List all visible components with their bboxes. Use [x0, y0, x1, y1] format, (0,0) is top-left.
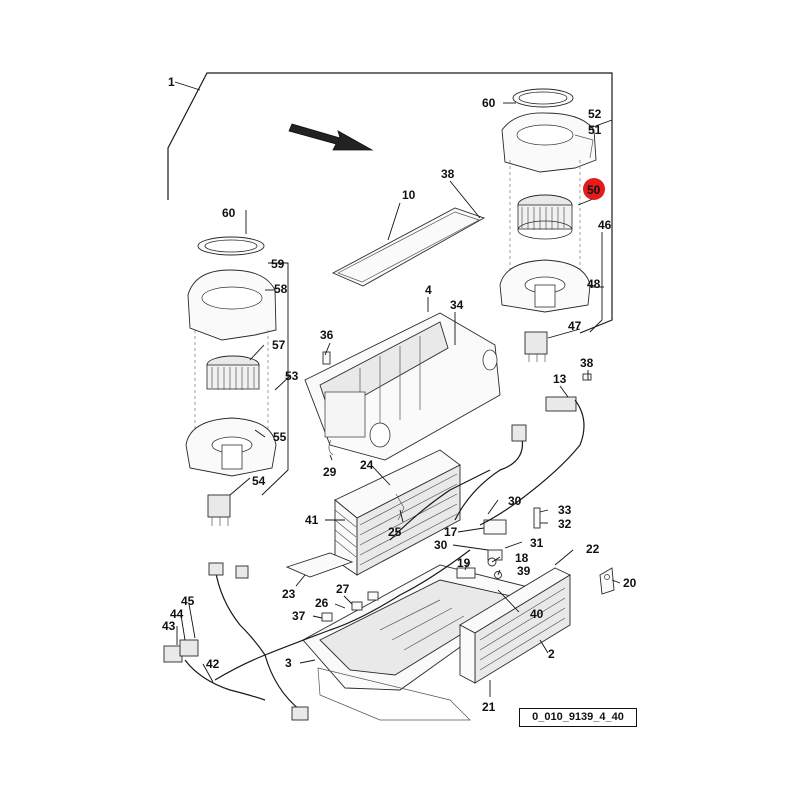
callout-42: 42: [206, 657, 220, 671]
callout-45: 45: [181, 594, 195, 608]
callout-27: 27: [336, 582, 350, 596]
callout-40: 40: [530, 607, 544, 621]
callout-60-right: 60: [482, 96, 496, 110]
evaporator-housing: [304, 312, 501, 461]
callout-54: 54: [252, 474, 266, 488]
drawing-reference-code: 0_010_9139_4_40: [519, 708, 637, 727]
callout-29: 29: [323, 465, 337, 479]
callout-18: 18: [515, 551, 529, 565]
callout-26: 26: [315, 596, 329, 610]
callout-labels: 1 2 3 4 10 13 17 18 19 20 21 22 23 24 25…: [162, 75, 637, 714]
small-hardware: [321, 351, 615, 622]
callout-34: 34: [450, 298, 464, 312]
callout-17: 17: [444, 525, 458, 539]
callout-43: 43: [162, 619, 176, 633]
filter-cover: [331, 207, 486, 287]
callout-22: 22: [586, 542, 600, 556]
callout-1: 1: [168, 75, 175, 89]
callout-3: 3: [285, 656, 292, 670]
callout-48: 48: [587, 277, 601, 291]
blower-assembly-left: [185, 236, 277, 526]
callout-23: 23: [282, 587, 296, 601]
callout-2: 2: [548, 647, 555, 661]
assembly-outline: [167, 72, 613, 334]
callout-55: 55: [273, 430, 287, 444]
callout-57: 57: [272, 338, 286, 352]
wiring-harness: [163, 399, 585, 721]
leader-lines: [174, 81, 621, 697]
callout-47: 47: [568, 319, 582, 333]
callout-30-upper: 30: [508, 494, 522, 508]
seal-strip: [285, 552, 354, 578]
callout-39: 39: [517, 564, 531, 578]
callout-51: 51: [588, 123, 602, 137]
callout-52: 52: [588, 107, 602, 121]
callout-13: 13: [553, 372, 567, 386]
callout-30-lower: 30: [434, 538, 448, 552]
callout-53: 53: [285, 369, 299, 383]
callout-37: 37: [292, 609, 306, 623]
callout-44: 44: [170, 607, 184, 621]
callout-33: 33: [558, 503, 572, 517]
heater-core: [334, 449, 461, 576]
callout-32: 32: [558, 517, 572, 531]
callout-41: 41: [305, 513, 319, 527]
callout-58: 58: [274, 282, 288, 296]
callout-38-top: 38: [441, 167, 455, 181]
callout-19: 19: [457, 556, 471, 570]
direction-arrow-icon: [288, 123, 374, 151]
callout-36: 36: [320, 328, 334, 342]
callout-24: 24: [360, 458, 374, 472]
radiator: [459, 567, 571, 684]
bottom-tray: [302, 564, 542, 721]
callout-25: 25: [388, 525, 402, 539]
callout-38-right: 38: [580, 356, 594, 370]
callout-59: 59: [271, 257, 285, 271]
callout-60-left: 60: [222, 206, 236, 220]
callout-46: 46: [598, 218, 612, 232]
selected-part-marker: [583, 178, 605, 200]
callout-31: 31: [530, 536, 544, 550]
callout-21: 21: [482, 700, 496, 714]
blower-assembly-right: [499, 88, 597, 362]
callout-10: 10: [402, 188, 416, 202]
callout-4: 4: [425, 283, 432, 297]
callout-50: 50: [587, 183, 601, 197]
callout-20: 20: [623, 576, 637, 590]
